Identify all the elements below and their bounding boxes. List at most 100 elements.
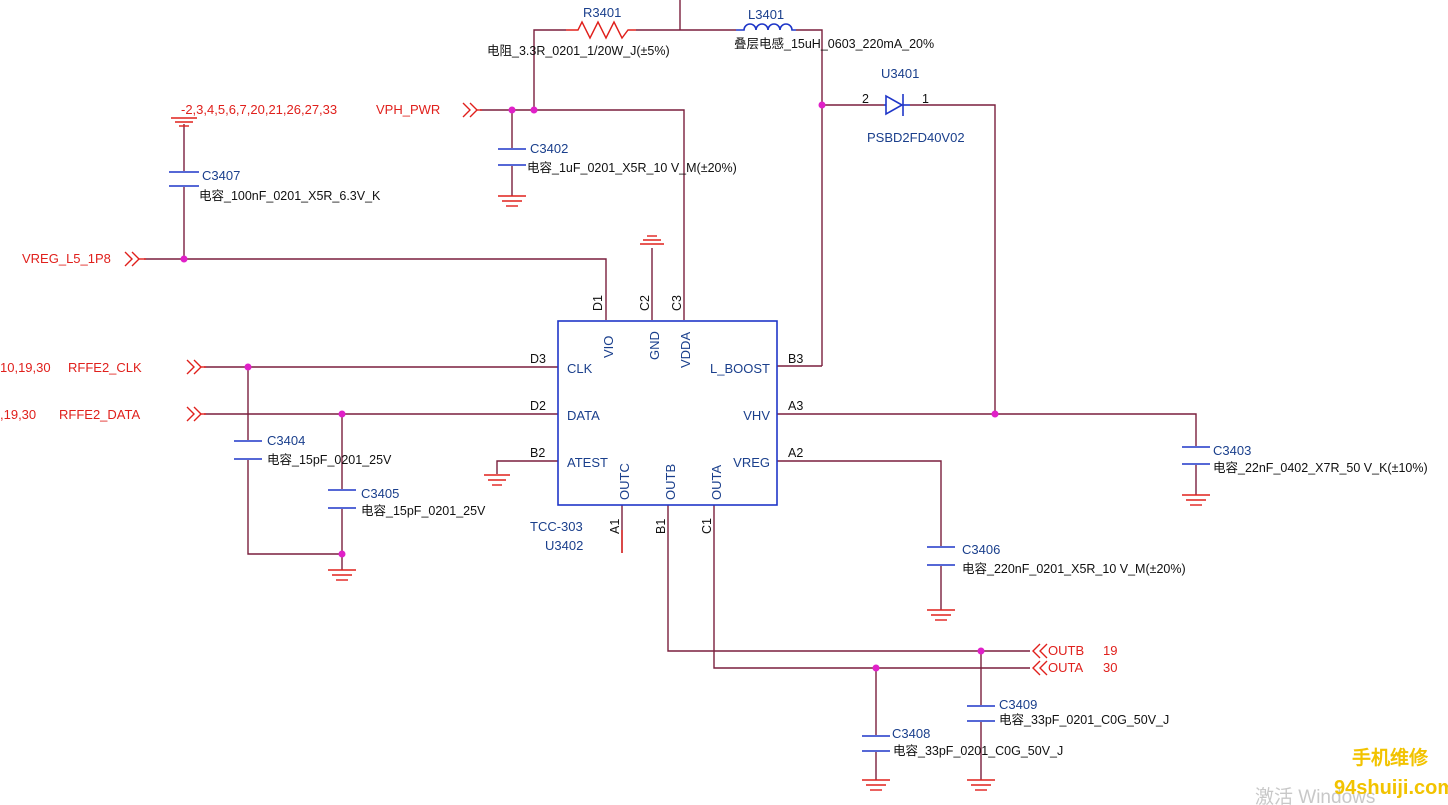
junction-dot <box>244 363 252 371</box>
u3401-pin-2: 2 <box>862 92 869 106</box>
pin-name-atest: ATEST <box>567 455 608 470</box>
c3408-value: 电容_33pF_0201_C0G_50V_J <box>893 743 1063 758</box>
pin-name-vhv: VHV <box>743 408 770 423</box>
c3402-value: 电容_1uF_0201_X5R_10 V_M(±20%) <box>527 160 737 175</box>
net-label-outb: OUTB <box>1048 643 1084 658</box>
page-ref-gnd-top: -2,3,4,5,6,7,20,21,26,27,33 <box>181 102 337 117</box>
ground-icon <box>967 779 995 791</box>
pin-num-atest: B2 <box>530 446 545 460</box>
ground-icon <box>862 779 890 791</box>
site-logo-cn: 手机维修 <box>1352 746 1429 769</box>
pin-num-vio: D1 <box>591 295 605 311</box>
port-vreg-l5-1p8: VREG_L5_1P8 <box>22 251 146 267</box>
l3401-ref: L3401 <box>748 7 784 22</box>
c3405-value: 电容_15pF_0201_25V <box>361 503 486 518</box>
c3402-ref: C3402 <box>530 141 568 156</box>
capacitor-c3409: C3409 电容_33pF_0201_C0G_50V_J <box>967 697 1169 727</box>
ic-refdes: U3402 <box>545 538 583 553</box>
pin-num-vdda: C3 <box>670 295 684 311</box>
capacitor-c3408: C3408 电容_33pF_0201_C0G_50V_J <box>862 726 1063 758</box>
net-label-rffe2-clk: RFFE2_CLK <box>68 360 142 375</box>
pin-name-data: DATA <box>567 408 600 423</box>
net-ports: VPH_PWR VREG_L5_1P8 RFFE2_CLK 10,19,30 R… <box>0 102 1117 676</box>
capacitor-c3405: C3405 电容_15pF_0201_25V <box>328 486 486 518</box>
junction-dot <box>180 255 188 263</box>
watermark-activate-windows: 激活 Windows <box>1255 786 1375 805</box>
junction-dot <box>977 647 985 655</box>
pin-num-data: D2 <box>530 399 546 413</box>
junction-dot <box>818 101 826 109</box>
junction-dot <box>338 550 346 558</box>
c3405-ref: C3405 <box>361 486 399 501</box>
pin-num-vhv: A3 <box>788 399 803 413</box>
junction-dot <box>338 410 346 418</box>
pin-name-l-boost: L_BOOST <box>710 361 770 376</box>
port-outa: OUTA 30 <box>1032 660 1117 676</box>
pin-name-outc: OUTC <box>617 463 632 500</box>
ground-icon <box>640 235 664 245</box>
r3401-value: 电阻_3.3R_0201_1/20W_J(±5%) <box>487 44 670 58</box>
port-outb: OUTB 19 <box>1032 643 1117 659</box>
u3401-ref: U3401 <box>881 66 919 81</box>
junction-dot <box>991 410 999 418</box>
port-rffe2-data: RFFE2_DATA ,19,30 <box>0 406 206 422</box>
capacitor-c3402: C3402 电容_1uF_0201_X5R_10 V_M(±20%) <box>498 141 737 175</box>
port-vph-pwr: VPH_PWR <box>376 102 482 118</box>
wires <box>144 0 1197 780</box>
pin-name-vreg: VREG <box>733 455 770 470</box>
inductor-l3401: L3401 叠层电感_15uH_0603_220mA_20% <box>734 7 934 51</box>
c3409-value: 电容_33pF_0201_C0G_50V_J <box>999 712 1169 727</box>
page-ref-clk: 10,19,30 <box>0 360 51 375</box>
ic-part-number: TCC-303 <box>530 519 583 534</box>
page-ref-outb: 19 <box>1103 643 1117 658</box>
c3406-ref: C3406 <box>962 542 1000 557</box>
capacitor-c3407: C3407 电容_100nF_0201_X5R_6.3V_K <box>169 168 381 203</box>
ground-icon <box>927 609 955 621</box>
junction-dot <box>508 106 516 114</box>
c3408-ref: C3408 <box>892 726 930 741</box>
pin-num-outc: A1 <box>608 519 622 534</box>
c3409-ref: C3409 <box>999 697 1037 712</box>
ground-icon <box>328 569 356 581</box>
watermarks: 激活 Windows 手机维修 94shuiji.com <box>1255 746 1448 805</box>
capacitor-c3404: C3404 电容_15pF_0201_25V <box>234 433 392 467</box>
c3404-ref: C3404 <box>267 433 305 448</box>
pin-num-vreg: A2 <box>788 446 803 460</box>
pin-name-vio: VIO <box>601 336 616 358</box>
ground-symbols <box>171 117 1210 791</box>
ic-body <box>557 320 778 506</box>
junction-dot <box>530 106 538 114</box>
pin-name-vdda: VDDA <box>678 332 693 368</box>
capacitor-c3406: C3406 电容_220nF_0201_X5R_10 V_M(±20%) <box>927 542 1186 576</box>
net-label-vph-pwr: VPH_PWR <box>376 102 440 117</box>
c3407-ref: C3407 <box>202 168 240 183</box>
pin-num-l-boost: B3 <box>788 352 803 366</box>
page-ref-data: ,19,30 <box>0 407 36 422</box>
diode-u3401: U3401 PSBD2FD40V02 2 1 <box>862 66 965 145</box>
l3401-value: 叠层电感_15uH_0603_220mA_20% <box>734 36 934 51</box>
c3406-value: 电容_220nF_0201_X5R_10 V_M(±20%) <box>962 561 1186 576</box>
c3407-value: 电容_100nF_0201_X5R_6.3V_K <box>199 188 381 203</box>
u3401-pin-1: 1 <box>922 92 929 106</box>
resistor-r3401: R3401 电阻_3.3R_0201_1/20W_J(±5%) <box>487 5 670 58</box>
ground-icon <box>484 474 510 486</box>
pin-name-clk: CLK <box>567 361 593 376</box>
ic-u3402: VIO GND VDDA D1 C2 C3 CLK DATA ATEST D3 … <box>530 295 803 553</box>
junction-dots <box>180 101 999 672</box>
pin-num-clk: D3 <box>530 352 546 366</box>
site-logo-url: 94shuiji.com <box>1334 777 1448 799</box>
net-label-vreg-l5-1p8: VREG_L5_1P8 <box>22 251 111 266</box>
c3404-value: 电容_15pF_0201_25V <box>267 452 392 467</box>
page-ref-outa: 30 <box>1103 660 1117 675</box>
capacitor-c3403: C3403 电容_22nF_0402_X7R_50 V_K(±10%) <box>1182 443 1428 475</box>
ground-icon <box>498 195 526 207</box>
junction-dot <box>872 664 880 672</box>
net-label-rffe2-data: RFFE2_DATA <box>59 407 140 422</box>
pin-num-outb: B1 <box>654 519 668 534</box>
ground-icon <box>171 117 197 127</box>
u3401-value: PSBD2FD40V02 <box>867 130 965 145</box>
r3401-ref: R3401 <box>583 5 621 20</box>
net-label-outa: OUTA <box>1048 660 1083 675</box>
pin-name-outa: OUTA <box>709 465 724 500</box>
